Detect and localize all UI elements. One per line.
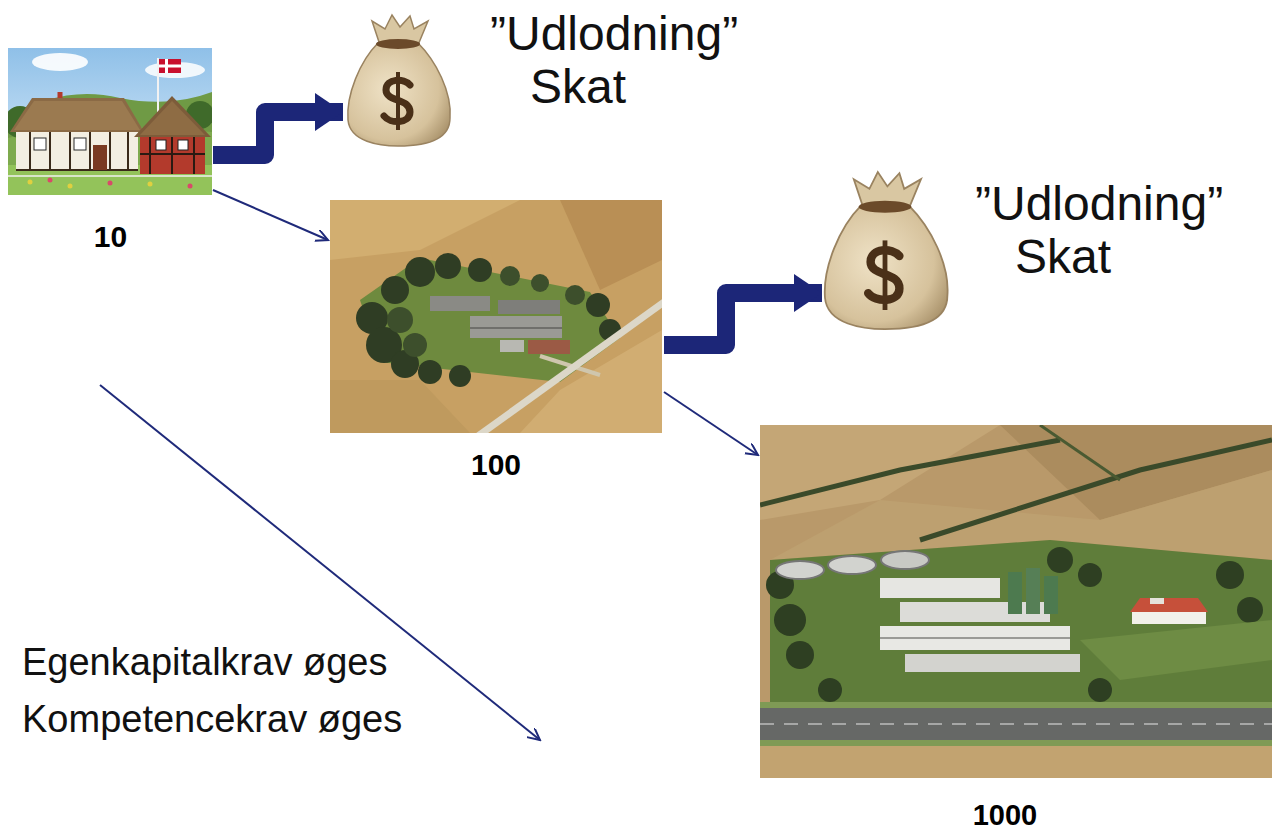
farm-node: 100 — [328, 198, 664, 483]
farm-node: 10 — [8, 48, 213, 255]
payout-tax-label: ”Udlodning” Skat — [975, 178, 1265, 284]
farm-size-number: 10 — [94, 220, 127, 253]
farm-size-number: 100 — [471, 448, 521, 481]
large-farm-picture — [760, 425, 1272, 778]
growth-step-arrow — [664, 392, 758, 455]
growth-arrow — [100, 385, 540, 740]
requirement-note: Egenkapitalkrav øges — [22, 640, 387, 686]
money-bag-node: ”Udlodning” Skat — [822, 172, 1271, 286]
requirement-note: Kompetencekrav øges — [22, 697, 402, 743]
payout-arrow — [213, 112, 343, 155]
payout-tax-label: ”Udlodning” Skat — [490, 8, 780, 114]
medium-farm-picture — [330, 200, 662, 433]
small-farm-picture — [8, 48, 212, 195]
payout-arrow — [664, 293, 822, 345]
money-bag-picture — [348, 15, 450, 146]
growth-step-arrow — [213, 190, 328, 240]
money-bag-node: ”Udlodning” Skat — [343, 5, 786, 116]
farm-size-number: 1000 — [973, 800, 1038, 832]
money-bag-picture — [825, 172, 948, 329]
farm-node: 1000 — [758, 423, 1252, 833]
